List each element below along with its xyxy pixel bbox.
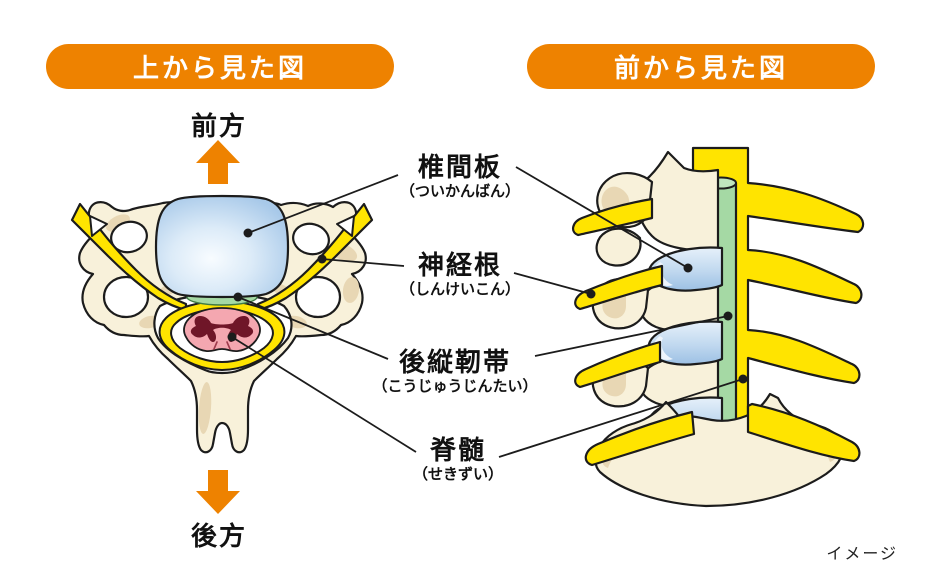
label-nerve-root: 神経根 （しんけいこん） [400, 251, 520, 298]
foramen-upper-left [110, 220, 148, 254]
orientation-label-back: 後方 [190, 521, 248, 551]
nerve-branch-left-3 [574, 340, 662, 389]
foramen-upper-right [292, 222, 330, 256]
image-disclaimer-note: イメージ [826, 546, 898, 563]
dural-ring [158, 300, 286, 371]
spinal-cord-cross-section [183, 307, 261, 353]
nerve-branches-left [572, 197, 664, 389]
label-nerve-root-term: 神経根 [417, 250, 503, 280]
label-spinal-cord-term: 脊髄 [429, 435, 487, 465]
anterior-arrow-icon [196, 140, 240, 184]
gray-matter [190, 316, 254, 343]
nerve-roots-top-view [70, 202, 374, 312]
foramen-lower-right [294, 275, 342, 319]
label-spinal-cord-reading: （せきずい） [412, 465, 504, 483]
nerve-root-left-fork-notch [89, 215, 108, 237]
pointer-disc-right [515, 166, 689, 269]
dot-ligament-left [233, 292, 243, 302]
dot-cord-left [227, 332, 237, 342]
pointer-nerve-right [513, 272, 592, 295]
nerve-branch-bottom-right [746, 402, 861, 463]
label-posterior-longitudinal-ligament: 後縦靭帯 （こうじゅうじんたい） [372, 348, 537, 395]
nerve-root-right [256, 202, 374, 312]
pointer-disc-left [247, 174, 399, 234]
pointer-cord-right [498, 378, 744, 458]
nerve-root-right-fork-notch [336, 215, 355, 237]
label-intervertebral-disc-term: 椎間板 [417, 152, 503, 182]
label-nerve-root-reading: （しんけいこん） [399, 280, 521, 298]
nerve-branch-left-2 [574, 264, 664, 311]
nerve-branch-bottom-left [584, 410, 696, 467]
label-posterior-longitudinal-ligament-reading: （こうじゅうじんたい） [372, 377, 538, 395]
nerve-branch-left-1 [572, 197, 654, 237]
top-view-diagram [70, 140, 374, 514]
dot-cord-right [738, 374, 748, 384]
intervertebral-disc-top [154, 194, 290, 299]
banner-front-view-label: 前から見た図 [613, 53, 788, 83]
nerve-root-left [70, 202, 188, 312]
dot-nerve-right [586, 289, 596, 299]
banner-top-view-label: 上から見た図 [132, 53, 307, 83]
pointer-lines [231, 166, 744, 458]
pointer-nerve-left [321, 258, 405, 267]
pointer-ligament-right [534, 315, 729, 357]
label-intervertebral-disc-reading: （ついかんばん） [399, 182, 521, 200]
pointer-ligament-left [237, 296, 389, 360]
front-view-diagram [572, 146, 865, 508]
foramina [102, 220, 342, 319]
pointer-cord-left [231, 336, 417, 453]
pointer-dots [227, 228, 748, 384]
dot-disc-right [683, 263, 693, 273]
dot-disc-left [243, 228, 253, 238]
dot-nerve-left [317, 254, 327, 264]
label-posterior-longitudinal-ligament-term: 後縦靭帯 [398, 347, 512, 377]
label-spinal-cord: 脊髄 （せきずい） [413, 436, 503, 483]
banner-front-view: 前から見た図 [527, 44, 875, 89]
posterior-arrow-icon [196, 470, 240, 514]
label-intervertebral-disc: 椎間板 （ついかんばん） [400, 153, 520, 200]
foramen-lower-left [102, 275, 150, 319]
dot-ligament-right [723, 311, 733, 321]
banner-top-view: 上から見た図 [46, 44, 394, 89]
orientation-label-front: 前方 [190, 111, 248, 141]
